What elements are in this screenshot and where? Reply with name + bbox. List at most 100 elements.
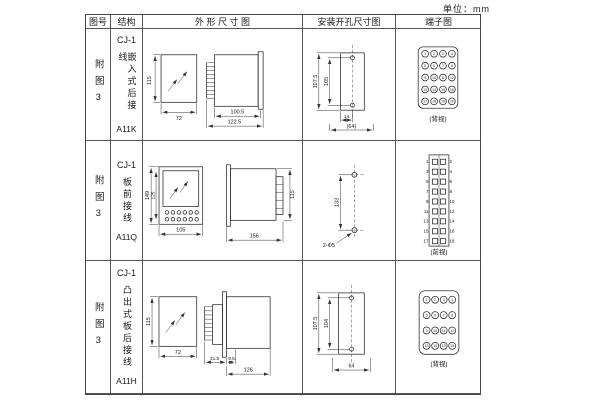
header-struct: 结构 [111,15,143,29]
dim-mount-3: 14 [344,114,350,120]
terminal-point [421,50,429,58]
terminal-point [432,238,439,245]
terminal-point [439,311,448,319]
fig-cell-row1: 附图3 [86,29,111,141]
terminal-point [448,85,456,94]
dim-depth2: 122.5 [228,120,242,126]
side-view [206,51,264,110]
dim-side-height: 115 [290,190,296,199]
terminal-body [417,46,459,109]
terminal-number: 4 [450,169,453,174]
mounting-drawing-a11h: 107.5 104 64 [313,284,371,373]
model-label: A11K [116,124,137,134]
terminal-number: 7 [443,313,445,317]
terminal-body [418,290,460,355]
terminal-point [431,295,439,304]
terminal-number: 13 [423,88,427,92]
terminal-point [448,326,457,335]
dim-height: 149 [145,191,151,200]
mounting-cell-row3: 107.5 104 64 [303,261,396,394]
mounting-cell-row1: 107.5 105 14 (64) [303,29,396,141]
struct-cell-row3: CJ-1 凸出式板后接线 A11H [111,261,143,394]
hole-bottom [351,227,358,234]
terminal-number: 15 [442,344,446,348]
terminal-point [439,168,446,175]
struct-cell-row2: CJ-1 板前接线 A11Q [111,141,143,261]
terminal-point [432,228,439,235]
terminal-point [432,168,439,175]
terminal-number: 4 [451,52,453,56]
terminal-point [439,228,446,235]
dim-height: 115 [146,317,152,326]
dim-depth1: 100.5 [231,110,245,116]
side-view [226,164,284,227]
terminal-number: 14 [432,88,436,92]
model-label: A11H [116,376,137,386]
terminal-number: 8 [451,313,453,317]
front-view [158,166,204,225]
terminal-number: 7 [442,64,444,68]
dim-mount-2: 105 [324,77,330,86]
header-fig: 图号 [86,15,111,29]
terminal-point [432,188,439,195]
dim-height: 115 [147,76,153,85]
dim-height2: 125 [151,191,157,199]
mounting-drawing-a11k: 107.5 105 14 (64) [313,44,374,132]
terminal-number: 11 [441,76,445,80]
terminal-point [422,341,431,350]
terminal-number: 15 [424,229,429,234]
terminal-number: 11 [424,209,429,214]
terminal-number: 12 [450,329,454,333]
dim-width: 72 [175,350,181,356]
hole-top [351,171,358,178]
outline-cell-row2: 149 125 105 156 [143,141,303,261]
terminal-number: 9 [426,199,429,204]
terminal-point [422,295,431,304]
dim-mount-4: (64) [347,124,357,130]
terminal-number: 14 [450,219,455,224]
fig-cell-row2: 附图3 [86,141,111,261]
terminal-number: 6 [434,313,436,317]
terminal-point [422,326,431,335]
terminal-view-label: (背视) [429,114,446,123]
terminal-number: 17 [423,100,427,104]
terminal-view-label: (前视) [430,247,447,256]
terminal-number: 13 [425,344,429,348]
terminal-point [432,208,439,215]
terminal-number: 18 [450,239,455,244]
terminal-number: 19 [441,100,445,104]
series-label: CJ-1 [116,268,136,278]
terminal-number: 5 [426,313,428,317]
terminal-point [439,50,447,58]
terminal-point [439,61,447,70]
outline-drawing-a11k: 115 72 100.5 [147,51,264,129]
fig-cell-row3: 附图3 [86,261,111,394]
header-mounting: 安装开孔尺寸图 [303,15,396,29]
terminal-point [448,97,456,106]
mounting-cell-row2: 133 2-Φ5 [303,141,396,261]
terminal-point [432,218,439,225]
dim-depth: 126 [244,368,253,374]
fig-label: 附图3 [92,301,104,353]
terminal-point [448,295,457,304]
terminal-number: 14 [433,344,437,348]
terminal-number: 1 [426,159,429,164]
terminal-number: 18 [432,100,436,104]
model-label: A11Q [115,231,138,242]
dim-mount-3: 64 [348,364,354,370]
terminal-number: 13 [424,219,429,224]
terminal-point [439,73,447,82]
terminal-point [422,311,431,319]
terminal-point [439,198,446,205]
hole-bottom [349,346,354,352]
terminal-point [430,85,438,94]
terminal-point [448,50,456,58]
